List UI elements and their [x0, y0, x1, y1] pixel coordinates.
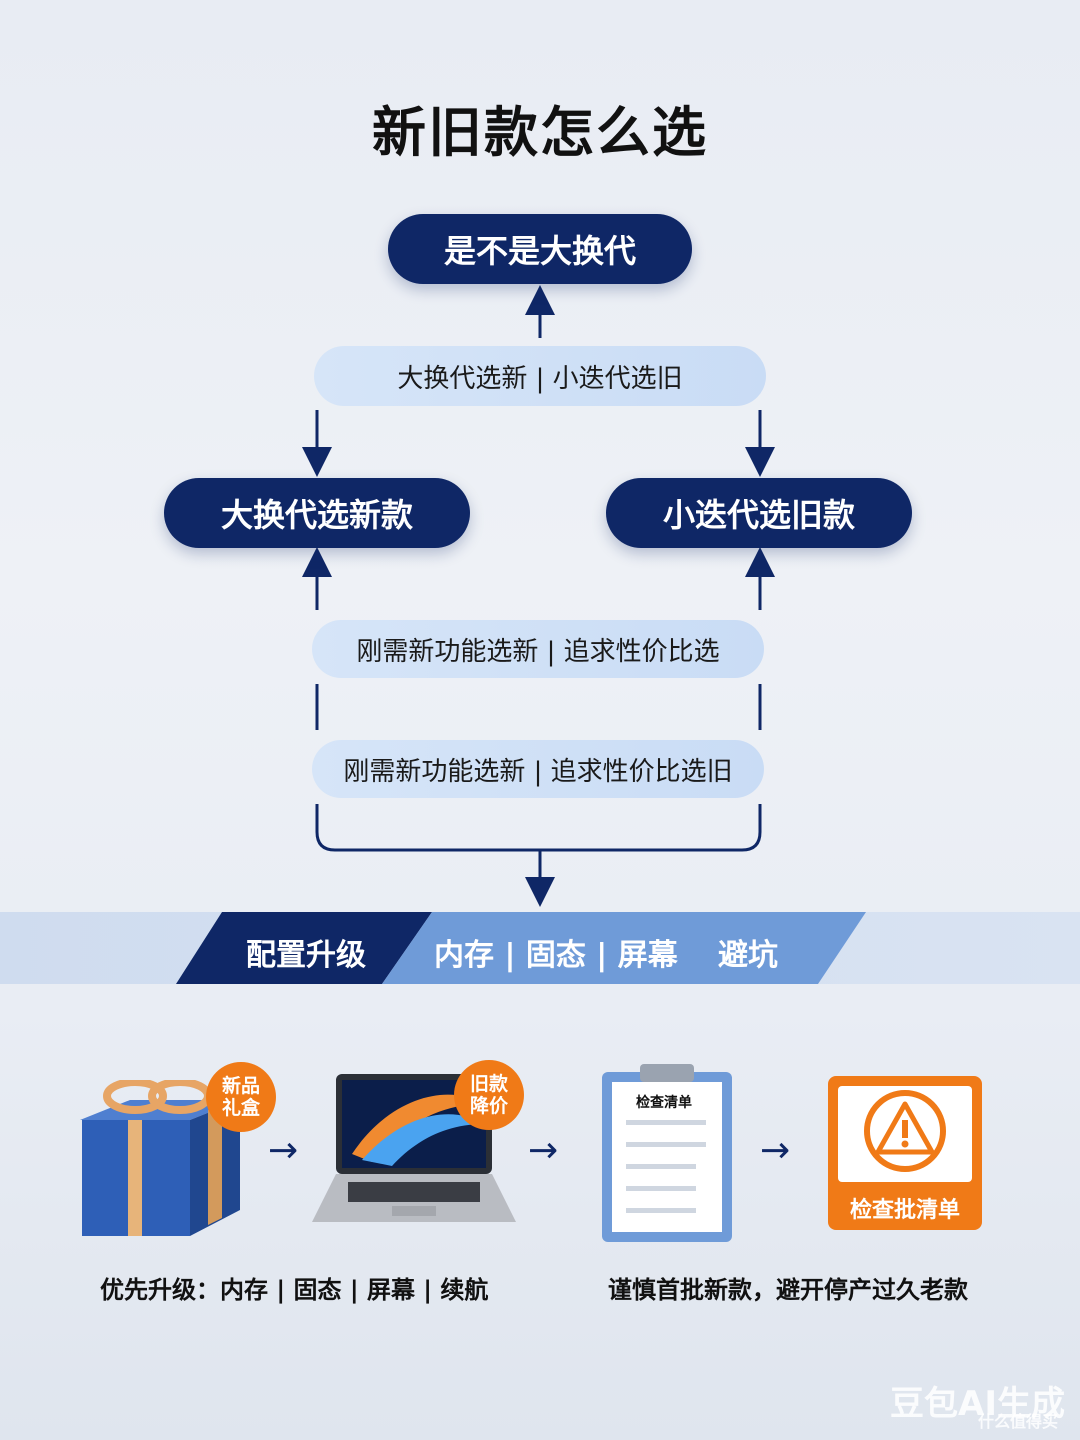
caption-left: 优先升级：内存 | 固态 | 屏幕 | 续航 [100, 1276, 489, 1304]
arrow-right-icon: → [268, 1130, 299, 1171]
banner-shapes [176, 912, 866, 984]
arrow-right-icon: → [760, 1130, 791, 1171]
bracket [315, 804, 762, 852]
generation-rule-pill: 大换代选新 | 小迭代选旧 [314, 346, 766, 406]
watermark-brand: 豆包AI生成 [890, 1384, 1065, 1424]
watermark-source: 什么值得买 [978, 1412, 1059, 1431]
laptop-icon [312, 1074, 516, 1230]
left-outcome-node: 大换代选新款 [164, 478, 470, 548]
checklist-title: 检查清单 [636, 1095, 692, 1111]
page-title: 新旧款怎么选 [372, 101, 708, 164]
warning-card: 检查批清单 [828, 1076, 982, 1230]
banner-segment-3: 避坑 [718, 938, 778, 973]
clipboard-icon [602, 1064, 732, 1244]
banner-segment-2: 内存 | 固态 | 屏幕 [434, 938, 678, 973]
arrow-right-icon: → [528, 1130, 559, 1171]
gift-badge: 新品 礼盒 [206, 1062, 276, 1132]
warning-label: 检查批清单 [849, 1198, 960, 1223]
banner-segment-1: 配置升级 [246, 938, 366, 973]
top-decision-node: 是不是大换代 [388, 214, 692, 284]
need-rule-pill-2: 刚需新功能选新 | 追求性价比选旧 [312, 740, 764, 798]
caption-right: 谨慎首批新款，避开停产过久老款 [608, 1276, 968, 1304]
gift-box-icon [80, 1078, 250, 1240]
warning-icon [864, 1090, 946, 1172]
laptop-badge: 旧款 降价 [454, 1060, 524, 1130]
need-rule-pill-1: 刚需新功能选新 | 追求性价比选 [312, 620, 764, 678]
right-outcome-node: 小迭代选旧款 [606, 478, 912, 548]
